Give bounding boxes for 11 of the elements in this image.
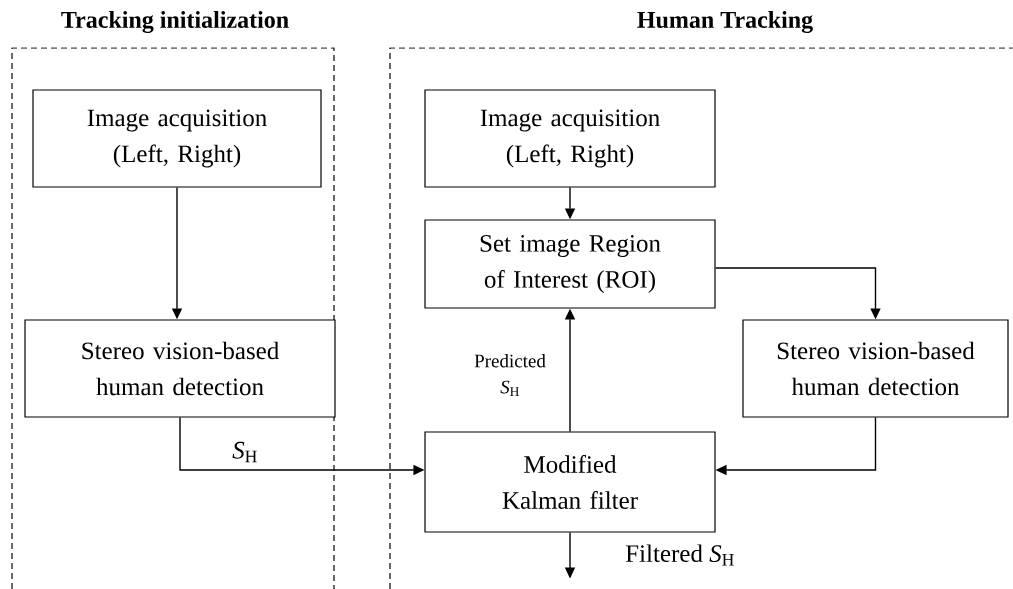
process-box: Stereo vision-based human detection: [24, 319, 336, 418]
process-box: Set image Region of Interest (ROI): [424, 219, 716, 309]
process-box: Image acquisition (Left, Right): [32, 89, 322, 188]
group-heading: Human Tracking: [637, 11, 813, 33]
edge-label: Predicted S$_{H}$: [464, 353, 556, 397]
edge-label: S$_{H}$: [231, 440, 259, 464]
edge-label: Filtered S$_{H}$: [624, 543, 736, 567]
process-box: Image acquisition (Left, Right): [424, 89, 716, 188]
group-heading: Tracking initialization: [61, 11, 289, 33]
process-box: Stereo vision-based human detection: [742, 319, 1009, 418]
process-box: Modified Kalman filter: [424, 431, 716, 533]
